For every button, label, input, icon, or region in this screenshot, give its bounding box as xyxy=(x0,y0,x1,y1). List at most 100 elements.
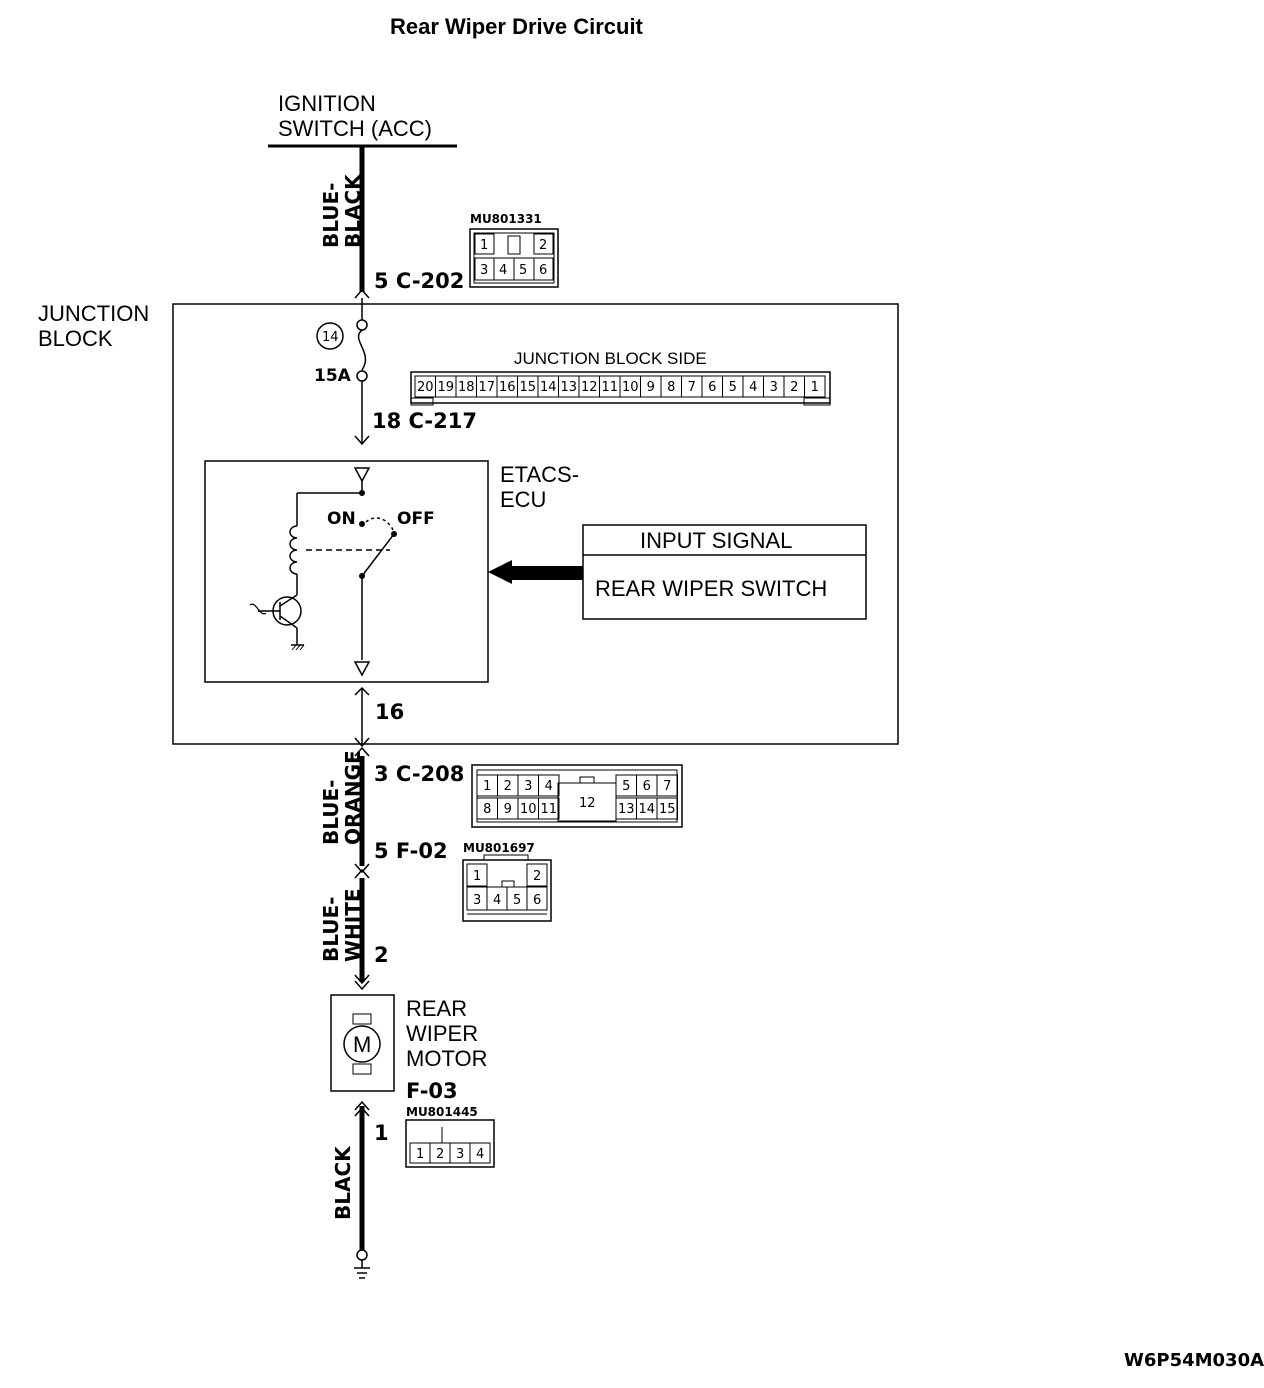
jb-side-pin: 2 xyxy=(790,380,798,395)
jb-side-pin: 9 xyxy=(647,380,655,395)
jb-side-pin: 17 xyxy=(478,380,495,395)
fuse-number: 14 xyxy=(322,330,339,345)
c208-pin: 8 xyxy=(483,802,491,817)
c208-pin: 5 xyxy=(622,779,630,794)
junction-block-outline xyxy=(172,303,899,745)
c208-pin: 2 xyxy=(504,779,512,794)
jb-side-pin: 12 xyxy=(581,380,598,395)
junction-block-label-line1: JUNCTION xyxy=(38,301,149,326)
rear-wiper-motor: M xyxy=(330,994,395,1092)
junction-block-label-line2: BLOCK xyxy=(38,326,113,351)
c208-pin: 11 xyxy=(540,802,557,817)
diagram-id: W6P54M030A xyxy=(1124,1350,1264,1371)
svg-text:5: 5 xyxy=(513,893,521,908)
c208-pin: 1 xyxy=(483,779,491,794)
c217-arrow xyxy=(354,435,370,446)
svg-text:5: 5 xyxy=(519,263,527,278)
jb-side-pin: 20 xyxy=(417,380,434,395)
c208-arrow-top xyxy=(354,737,370,748)
svg-text:2: 2 xyxy=(533,869,541,884)
jb-side-pin: 6 xyxy=(708,380,716,395)
jb-side-pin: 16 xyxy=(499,380,516,395)
relay-off-label: OFF xyxy=(397,509,435,529)
svg-text:JUNCTION BLOCK SIDE: JUNCTION BLOCK SIDE xyxy=(514,349,707,368)
c208-arrow-bottom xyxy=(354,746,370,757)
connector-f02: MU801697 1 2 3 4 5 6 xyxy=(462,841,552,922)
svg-text:1: 1 xyxy=(480,238,488,253)
etacs-label-line1: ETACS- xyxy=(500,462,579,487)
svg-text:6: 6 xyxy=(539,263,547,278)
etacs-transistor xyxy=(249,594,305,651)
svg-text:BLUE-: BLUE- xyxy=(319,780,343,845)
c208-pin: 7 xyxy=(663,779,671,794)
jb-side-pin: 1 xyxy=(811,380,819,395)
jb-side-pin: 10 xyxy=(622,380,639,395)
svg-text:1: 1 xyxy=(416,1147,424,1162)
svg-text:3: 3 xyxy=(456,1147,464,1162)
c208-pin: 6 xyxy=(643,779,651,794)
svg-text:BLUE-: BLUE- xyxy=(319,183,343,248)
jb-side-pin: 4 xyxy=(749,380,757,395)
c208-pin: 4 xyxy=(545,779,553,794)
fuse-rating: 15A xyxy=(314,366,352,386)
f03-label: F-03 xyxy=(406,1079,458,1103)
ground-icon xyxy=(354,1249,370,1279)
jb-side-pin: 14 xyxy=(540,380,557,395)
input-signal-value: REAR WIPER SWITCH xyxy=(595,576,827,601)
f02-arrow-top xyxy=(354,863,370,874)
svg-text:MU801445: MU801445 xyxy=(406,1105,478,1119)
jb-side-pin: 11 xyxy=(601,380,618,395)
page-title: Rear Wiper Drive Circuit xyxy=(390,14,643,39)
c217-label: 18 C-217 xyxy=(372,409,477,433)
jb-side-pin: 15 xyxy=(519,380,536,395)
connector-f03: MU801445 1 2 3 4 xyxy=(405,1105,495,1168)
etacs-out-pin: 16 xyxy=(375,700,404,724)
svg-text:BLACK: BLACK xyxy=(341,173,365,248)
motor-label-line3: MOTOR xyxy=(406,1046,487,1071)
c208-pin: 15 xyxy=(659,802,676,817)
input-signal-header: INPUT SIGNAL xyxy=(640,528,792,553)
jb-side-pin: 18 xyxy=(458,380,475,395)
f02-label: 5 F-02 xyxy=(374,839,448,863)
jb-side-pin: 8 xyxy=(667,380,675,395)
ground-arrow-1 xyxy=(354,1100,370,1111)
svg-text:2: 2 xyxy=(436,1147,444,1162)
svg-text:3: 3 xyxy=(473,893,481,908)
jb-side-pin: 13 xyxy=(560,380,577,395)
svg-text:BLUE-: BLUE- xyxy=(319,897,343,962)
motor-arrow-1 xyxy=(354,974,370,985)
connector-c202: MU801331 1 2 3 4 5 6 xyxy=(469,212,559,288)
f02-arrow-bottom xyxy=(354,868,370,879)
wire-label-blue-black: BLUE- BLACK xyxy=(319,173,365,248)
etacs-ecu-box xyxy=(204,460,489,683)
svg-text:12: 12 xyxy=(579,796,596,811)
svg-text:MU801331: MU801331 xyxy=(470,212,542,226)
svg-text:4: 4 xyxy=(499,263,507,278)
c202-label: 5 C-202 xyxy=(374,269,464,293)
jb-side-pin: 5 xyxy=(729,380,737,395)
svg-text:WHITE: WHITE xyxy=(341,888,365,962)
wire-label-black: BLACK xyxy=(331,1145,355,1220)
jb-side-pin: 3 xyxy=(770,380,778,395)
ignition-label-line2: SWITCH (ACC) xyxy=(278,116,432,141)
svg-text:BLACK: BLACK xyxy=(331,1145,355,1220)
svg-text:4: 4 xyxy=(476,1147,484,1162)
svg-text:MU801697: MU801697 xyxy=(463,841,535,855)
f03-pin-label: 1 xyxy=(374,1121,389,1145)
motor-label-line1: REAR xyxy=(406,996,467,1021)
motor-pin-label: 2 xyxy=(374,943,389,967)
c208-pin: 13 xyxy=(618,802,635,817)
motor-symbol: M xyxy=(353,1032,371,1057)
svg-text:6: 6 xyxy=(533,893,541,908)
jb-side-pin: 7 xyxy=(688,380,696,395)
c208-pin: 3 xyxy=(524,779,532,794)
svg-text:2: 2 xyxy=(539,238,547,253)
motor-label-line2: WIPER xyxy=(406,1021,478,1046)
etacs-relay: ON OFF xyxy=(289,467,435,677)
motor-arrow-2 xyxy=(354,980,370,991)
wire-label-blue-white: BLUE- WHITE xyxy=(319,888,365,962)
svg-text:ORANGE: ORANGE xyxy=(341,750,365,845)
c208-pin: 14 xyxy=(638,802,655,817)
